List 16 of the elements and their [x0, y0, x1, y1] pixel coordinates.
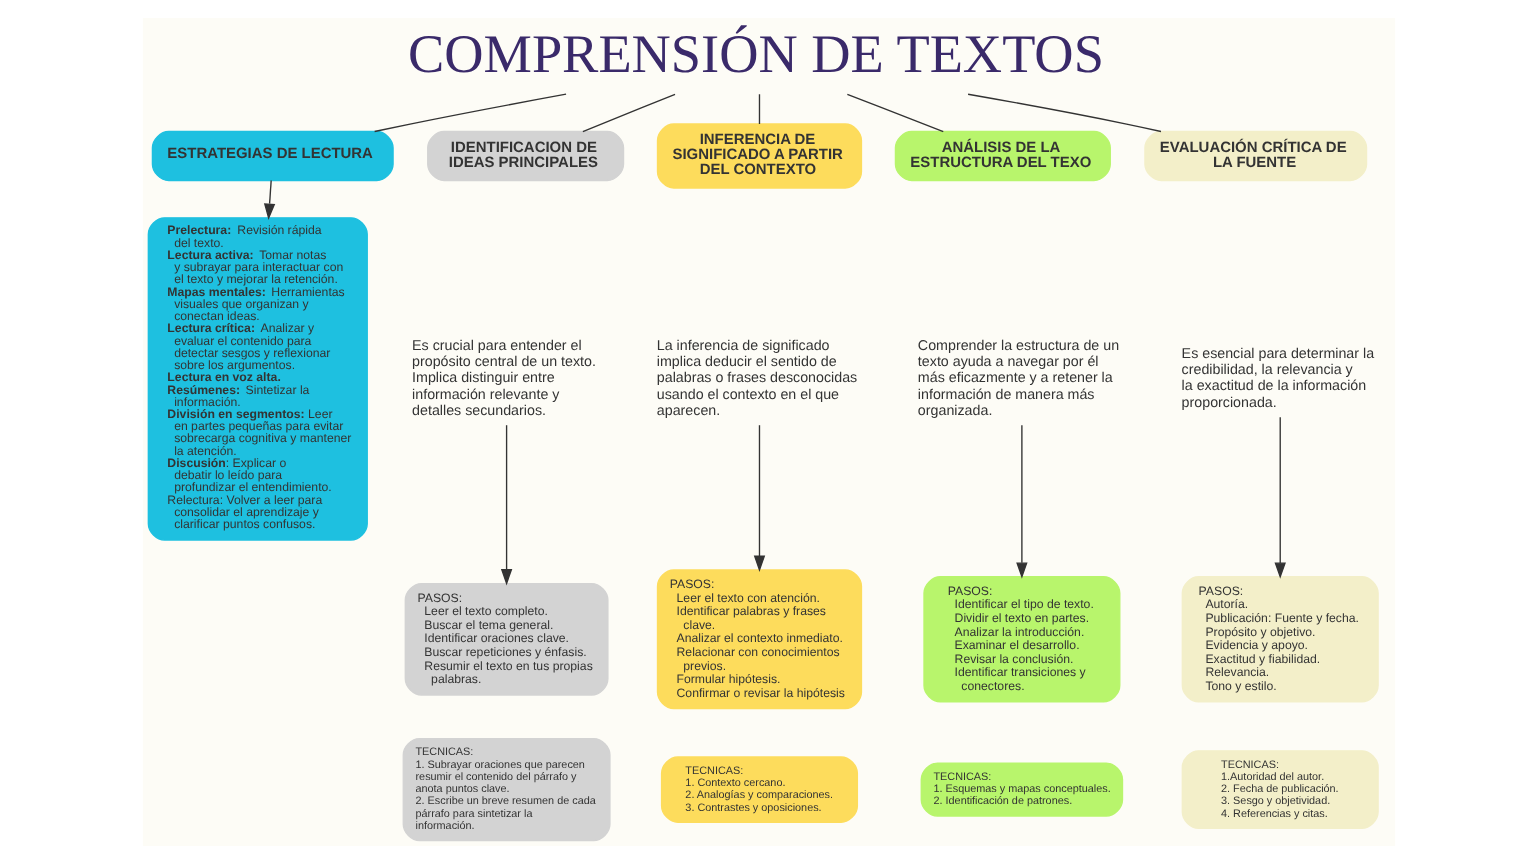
- arrow: [1015, 423, 1027, 578]
- connector: [966, 92, 1161, 132]
- connector: [581, 92, 675, 132]
- node-box: INFERENCIA DE SIGNIFICADO A PARTIR DEL CONTEXTO: [655, 122, 862, 188]
- connector: [845, 92, 943, 132]
- arrow: [262, 178, 275, 219]
- connector: [757, 92, 760, 124]
- arrow: [752, 423, 765, 571]
- node-box: IDENTIFICACION DE IDEAS PRINCIPALES: [426, 129, 624, 181]
- node-box: ANÁLISIS DE LA ESTRUCTURA DEL TEXO: [893, 129, 1110, 181]
- node-text: COMPRENSIÓN DE TEXTOS: [407, 23, 1103, 84]
- node-box: EVALUACIÓN CRÍTICA DE LA FUENTE: [1143, 129, 1367, 181]
- arrow: [1273, 415, 1285, 578]
- node-box: ESTRATEGIAS DE LECTURA: [150, 129, 393, 181]
- arrow: [499, 423, 512, 585]
- connector: [372, 92, 566, 132]
